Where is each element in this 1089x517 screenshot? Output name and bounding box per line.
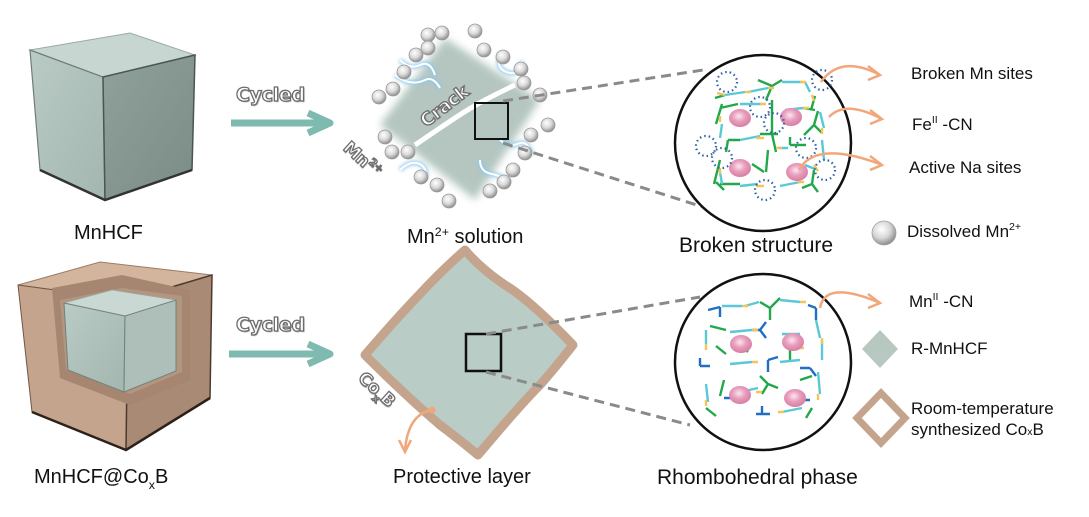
legend-coxb: Room-temperature synthesized CoxB [911, 398, 1054, 440]
legend-coxb-line2: synthesized CoxB [911, 420, 1044, 439]
mnhcf-label: MnHCF [74, 222, 143, 244]
dissolved-mn-ball-legend [871, 220, 897, 246]
broken-structure-label: Broken structure [679, 234, 834, 257]
legend-dissolved-mn: Dissolved Mn2+ [907, 221, 1022, 241]
mnhcf-cube [28, 32, 197, 202]
protective-layer-label: Protective layer [393, 466, 531, 488]
legend-active-na-sites: Active Na sites [909, 158, 1022, 177]
legend-broken-mn-sites: Broken Mn sites [911, 64, 1033, 83]
cycled-arrow-bottom [229, 340, 334, 368]
broken-structure-circle [673, 53, 853, 233]
rhombohedral-circle [673, 272, 853, 452]
cracked-particle [371, 23, 556, 209]
cycled-label-top: Cycled [235, 83, 305, 106]
zoom-lines-bottom [485, 295, 701, 427]
pointer-arrow-bottom [818, 291, 883, 310]
cycled-label-bottom: Cycled [235, 313, 305, 336]
legend-fe-cn: FeII -CN [912, 114, 973, 134]
protected-particle [360, 245, 578, 460]
coxb-diamond-legend [852, 387, 910, 449]
legend-mn-cn: MnII -CN [909, 291, 974, 311]
r-mnhcf-diamond-legend [862, 330, 898, 368]
zoom-lines-top [502, 68, 704, 209]
cycled-arrow-top [231, 109, 334, 137]
rhombohedral-phase-label: Rhombohedral phase [657, 466, 858, 489]
mnhcf-coxb-label: MnHCF@CoxB [34, 466, 169, 492]
mn-solution-label: Mn2+ solution [407, 225, 524, 248]
pointer-arrows-top [797, 64, 885, 172]
legend-r-mnhcf: R-MnHCF [911, 339, 988, 358]
legend-coxb-line1: Room-temperature [911, 399, 1054, 418]
mnhcf-coxb-cube [17, 261, 213, 452]
